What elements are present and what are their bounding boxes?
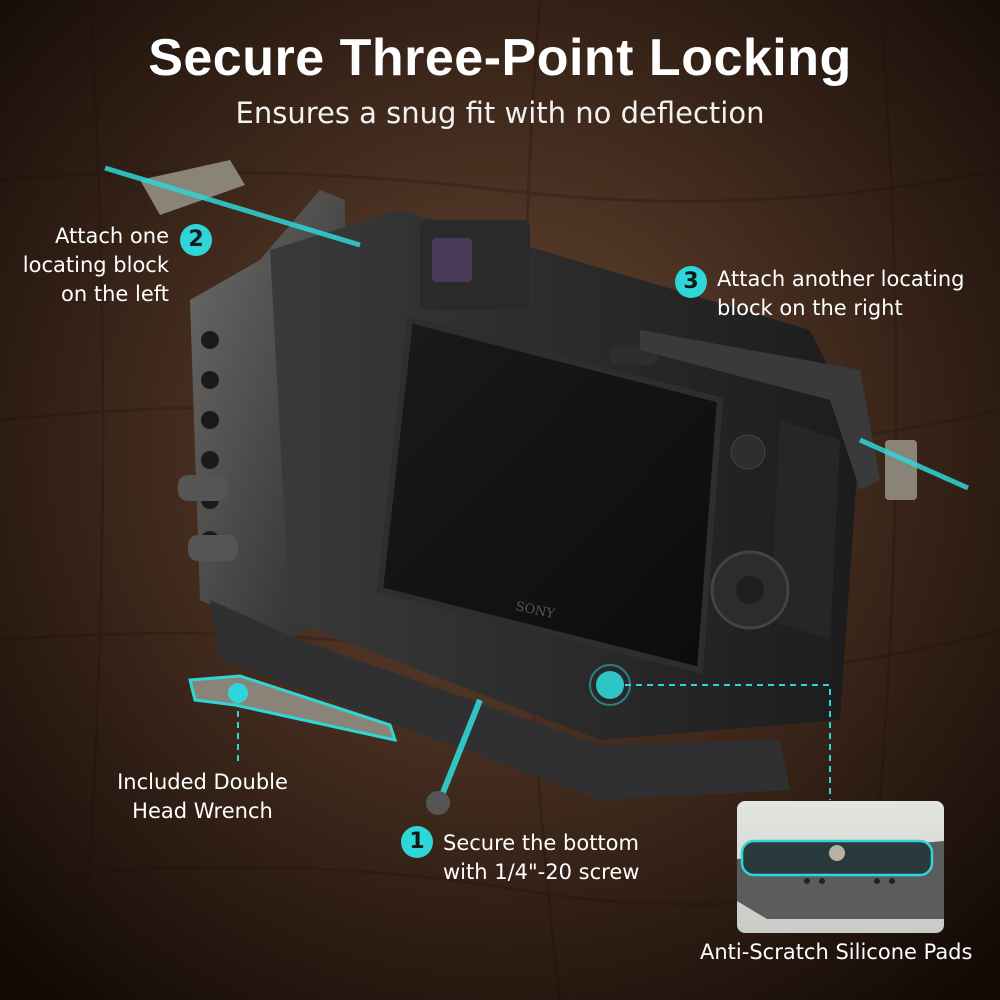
callout-1-line2: with 1/4"-20 screw — [443, 860, 640, 884]
af-on-button — [730, 434, 766, 470]
screw-left — [104, 165, 361, 248]
viewfinder-glass — [432, 238, 472, 282]
callout-1-line1: Secure the bottom — [443, 831, 639, 855]
page-title: Secure Three-Point Locking — [148, 29, 852, 87]
knob — [178, 475, 228, 501]
wrench-marker — [228, 683, 248, 703]
screw-bottom — [437, 698, 483, 802]
pad-screw — [829, 845, 845, 861]
callout-2-line2: locating block — [22, 253, 169, 277]
control-dial-center — [736, 576, 764, 604]
callout-2-text: Attach one locating block on the left — [14, 222, 169, 309]
locating-block-right — [885, 440, 917, 500]
locating-block-left — [140, 160, 245, 215]
wrench-label: Included Double Head Wrench — [100, 768, 305, 826]
callout-3-line2: block on the right — [717, 296, 903, 320]
cage-bottom-plate — [210, 600, 790, 800]
silicone-pad-inset — [737, 801, 944, 933]
callout-3-badge: 3 — [675, 266, 707, 298]
silicone-pad-illustration — [737, 801, 944, 933]
callout-3-text: Attach another locating block on the rig… — [717, 265, 987, 323]
callout-2-line1: Attach one — [55, 224, 169, 248]
camera-screen — [376, 316, 724, 674]
plate-holes — [804, 878, 895, 884]
page-subtitle: Ensures a snug fit with no deflection — [235, 96, 765, 130]
knob — [188, 535, 238, 561]
callout-2-badge: 2 — [180, 224, 212, 256]
silicone-pad-caption: Anti-Scratch Silicone Pads — [700, 940, 973, 964]
wrench-line2: Head Wrench — [132, 799, 273, 823]
pad-marker — [596, 671, 624, 699]
callout-2-line3: on the left — [61, 282, 169, 306]
cage-right-arm — [640, 330, 880, 490]
pad-leader — [625, 684, 831, 800]
callout-1-badge: 1 — [401, 826, 433, 858]
wrench-line1: Included Double — [117, 770, 288, 794]
screw-bottom-head — [426, 791, 450, 815]
callout-1-text: Secure the bottom with 1/4"-20 screw — [443, 829, 683, 887]
callout-3-line1: Attach another locating — [717, 267, 965, 291]
screw-right — [858, 437, 970, 491]
